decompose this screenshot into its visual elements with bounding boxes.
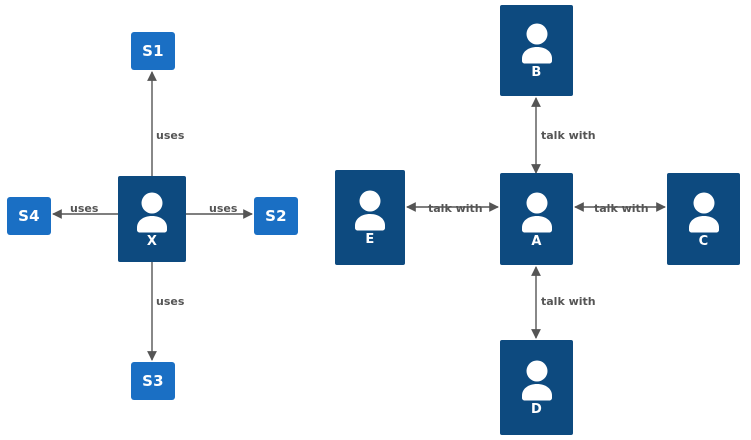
person-icon bbox=[130, 191, 174, 235]
node-label-c: C bbox=[698, 233, 709, 249]
node-s3[interactable]: S3 bbox=[131, 362, 175, 400]
person-icon bbox=[348, 189, 392, 233]
edge-label-x-s1: uses bbox=[156, 129, 185, 142]
person-icon bbox=[515, 359, 559, 403]
edge-label-x-s3: uses bbox=[156, 295, 185, 308]
edge-label-a-b: talk with bbox=[541, 129, 596, 142]
node-c[interactable]: C bbox=[667, 173, 740, 265]
node-s2[interactable]: S2 bbox=[254, 197, 298, 235]
node-b[interactable]: B bbox=[500, 5, 573, 96]
node-label-e: E bbox=[365, 232, 375, 247]
node-label-b: B bbox=[531, 65, 542, 80]
edge-label-a-e: talk with bbox=[428, 202, 483, 215]
node-label-x: X bbox=[146, 233, 158, 249]
node-label-s2: S2 bbox=[265, 206, 287, 225]
node-label-s3: S3 bbox=[142, 371, 164, 390]
edge-label-a-c: talk with bbox=[594, 202, 649, 215]
node-label-d: D bbox=[530, 402, 543, 417]
node-d[interactable]: D bbox=[500, 340, 573, 435]
node-a[interactable]: A bbox=[500, 173, 573, 265]
node-x[interactable]: X bbox=[118, 176, 186, 262]
person-icon bbox=[515, 191, 559, 235]
node-label-s4: S4 bbox=[18, 206, 40, 225]
node-label-a: A bbox=[531, 233, 542, 249]
node-s1[interactable]: S1 bbox=[131, 32, 175, 70]
person-icon bbox=[682, 191, 726, 235]
node-e[interactable]: E bbox=[335, 170, 405, 265]
edge-label-x-s2: uses bbox=[209, 202, 238, 215]
node-s4[interactable]: S4 bbox=[7, 197, 51, 235]
edge-label-x-s4: uses bbox=[70, 202, 99, 215]
person-icon bbox=[515, 22, 559, 66]
edge-label-a-d: talk with bbox=[541, 295, 596, 308]
node-label-s1: S1 bbox=[142, 41, 164, 60]
